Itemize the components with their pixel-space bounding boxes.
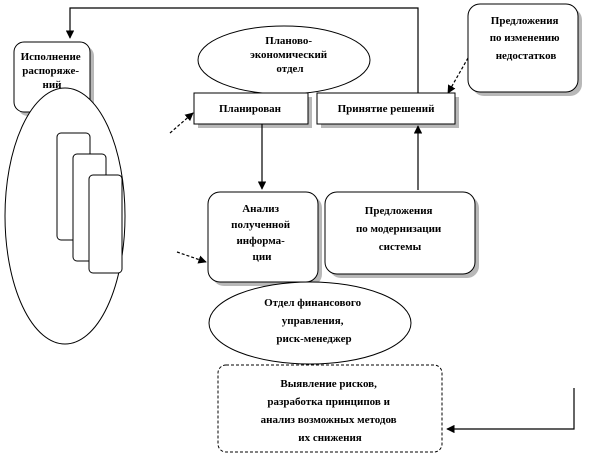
proposals-deficiencies-box	[467, 3, 579, 93]
risk-identification-box	[217, 364, 443, 453]
arrow-to-planning	[169, 112, 194, 134]
analysis-label: Анализ полученной информа- ции	[231, 203, 293, 263]
planning-dept-label: Планово- экономический отдел	[250, 35, 330, 75]
planning-box	[193, 92, 309, 125]
analysis-box	[207, 191, 319, 283]
arrow-to-analysis	[176, 251, 207, 264]
top-feedback-connector	[65, 7, 419, 93]
finance-dept-ellipse	[208, 281, 412, 365]
finance-dept-label: Отдел финансового управления, риск-менед…	[264, 297, 364, 345]
proposals-modernization-box	[324, 191, 476, 275]
proposals-modernization-label: Предложения по модернизации системы	[356, 205, 444, 253]
bottom-return-connector	[446, 388, 575, 434]
planning-label: Планирован	[219, 103, 282, 115]
decision-making-box	[316, 92, 456, 125]
document-3	[88, 174, 123, 274]
proposals-deficiencies-label: Предложения по изменению недостатков	[490, 15, 563, 62]
arrow-proposals-to-decisions	[447, 57, 469, 94]
decision-making-label: Принятие решений	[338, 103, 436, 115]
risk-identification-label: Выявление рисков, разработка принципов и…	[261, 378, 400, 444]
execution-label: Исполнение распоряже- ний	[21, 51, 84, 91]
